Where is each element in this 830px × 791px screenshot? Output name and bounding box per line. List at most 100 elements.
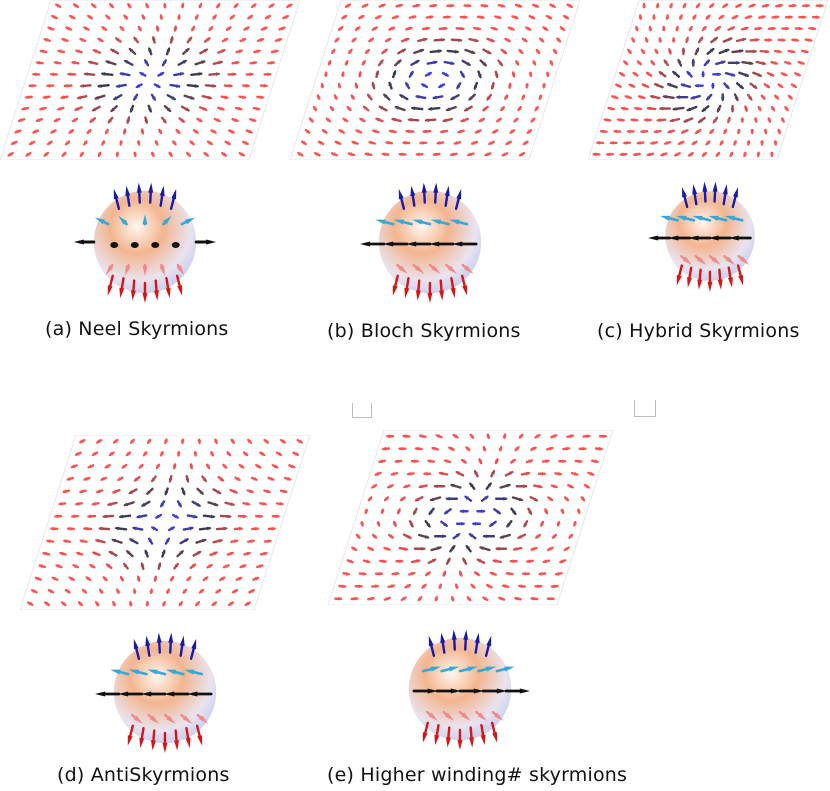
field-arrow: [735, 3, 743, 8]
field-arrow: [556, 37, 562, 43]
field-arrow: [714, 25, 722, 32]
field-arrow: [56, 106, 65, 111]
sphere-arrow: [458, 688, 484, 694]
field-arrow: [534, 105, 539, 112]
field-arrow: [495, 117, 502, 123]
field-arrow: [83, 140, 88, 146]
field-arrow: [230, 438, 235, 445]
field-arrow: [104, 463, 111, 469]
field-arrow: [38, 564, 46, 569]
field-arrow: [388, 26, 396, 31]
field-arrow: [480, 3, 489, 8]
field-arrow: [82, 26, 90, 31]
field-arrow: [242, 140, 250, 146]
field-arrow: [501, 152, 509, 157]
field-arrow: [387, 533, 395, 539]
field-arrow: [516, 533, 527, 540]
field-arrow: [450, 38, 463, 43]
field-arrow: [91, 105, 101, 112]
field-arrow: [78, 438, 86, 444]
field-arrow: [451, 595, 455, 602]
field-arrow: [374, 471, 382, 476]
field-arrow: [441, 117, 453, 123]
field-arrow: [428, 507, 435, 516]
field-arrow: [636, 140, 645, 145]
field-arrow: [60, 37, 69, 43]
field-arrow: [653, 83, 664, 89]
sphere-arrow: [130, 279, 136, 301]
field-arrow: [252, 576, 260, 581]
field-arrow: [542, 559, 551, 564]
field-arrow: [64, 588, 71, 594]
field-arrow: [263, 489, 272, 494]
sphere-arrow: [180, 217, 196, 226]
field-arrow: [263, 438, 270, 444]
field-arrow: [341, 14, 348, 20]
field-arrow: [430, 546, 443, 552]
field-arrow: [485, 482, 492, 490]
field-arrow: [148, 537, 154, 545]
field-arrow: [554, 471, 563, 476]
field-arrow: [737, 128, 741, 135]
sphere-arrow: [421, 666, 441, 673]
field-arrow: [31, 129, 40, 134]
field-arrow: [121, 463, 128, 469]
sphere-arrow: [428, 263, 441, 274]
field-arrow: [137, 25, 142, 32]
field-arrow: [127, 2, 132, 9]
field-arrow: [186, 514, 199, 519]
sphere-body: [93, 190, 197, 294]
field-arrow: [238, 463, 245, 469]
field-arrow: [230, 539, 239, 544]
field-arrow: [429, 49, 443, 54]
field-arrow: [105, 563, 113, 570]
field-arrow: [780, 72, 788, 77]
field-arrow: [39, 49, 48, 54]
field-arrow: [388, 129, 397, 134]
field-arrow: [463, 3, 472, 8]
field-arrow: [566, 434, 575, 439]
field-arrow: [140, 128, 145, 136]
field-arrow: [401, 140, 411, 145]
field-arrow: [119, 72, 131, 77]
field-arrow: [547, 496, 554, 502]
field-arrow: [227, 72, 237, 77]
field-arrow: [361, 3, 369, 8]
caption-higher-winding: (e) Higher winding# skyrmions: [327, 764, 628, 786]
field-arrow: [706, 47, 715, 55]
field-arrow: [296, 438, 304, 444]
field-arrow: [758, 15, 767, 20]
sphere-arrow: [184, 669, 204, 676]
sphere-arrow: [477, 666, 497, 673]
field-arrow: [485, 584, 493, 589]
field-arrow: [445, 557, 451, 565]
field-arrow: [165, 588, 170, 594]
field-arrow: [270, 49, 280, 54]
field-arrow: [249, 118, 257, 122]
field-arrow: [635, 25, 639, 32]
field-plate: [20, 435, 310, 610]
field-arrow: [522, 140, 529, 146]
field-arrow: [534, 533, 542, 539]
field-arrow: [275, 501, 285, 506]
field-arrow: [337, 26, 344, 32]
field-arrow: [250, 476, 259, 481]
field-arrow: [247, 539, 256, 544]
field-arrow: [242, 451, 249, 457]
field-arrow: [609, 140, 618, 145]
sphere-arrow: [707, 270, 713, 292]
field-arrow: [390, 117, 402, 123]
field-arrow: [787, 49, 796, 54]
field-arrow: [452, 533, 461, 540]
field-arrow: [563, 496, 570, 502]
field-arrow: [112, 94, 123, 101]
caption-bloch: (b) Bloch Skyrmions: [327, 320, 521, 342]
field-arrow: [476, 15, 486, 20]
field-arrow: [477, 70, 482, 79]
field-arrow: [274, 38, 283, 42]
field-arrow: [234, 106, 243, 111]
field-arrow: [329, 105, 335, 112]
field-arrow: [394, 59, 402, 67]
field-arrow: [213, 117, 222, 123]
field-arrow: [542, 83, 547, 90]
